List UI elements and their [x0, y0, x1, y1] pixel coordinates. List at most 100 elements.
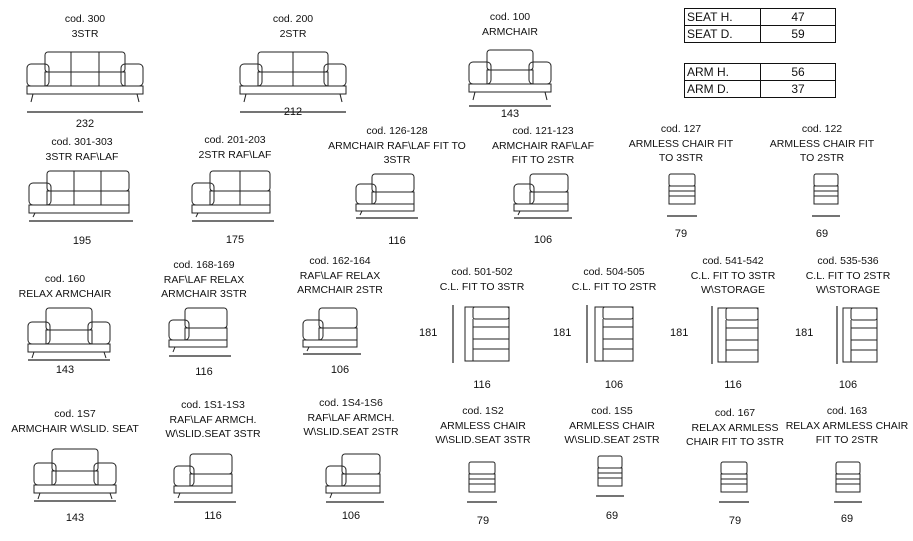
product-code: cod. 501-502 — [451, 266, 513, 278]
chaise-longue-icon — [451, 303, 511, 367]
product-desc: 3STR — [383, 154, 411, 166]
seat-spec-table: SEAT H. 47 SEAT D. 59 — [684, 8, 836, 43]
product-depth: 181 — [795, 327, 814, 339]
product-desc: ARMLESS CHAIR FIT — [628, 138, 734, 150]
product-code: cod. 1S4-1S6 — [319, 397, 383, 409]
product-desc: TO 2STR — [799, 152, 845, 164]
product-desc: FIT TO 2STR — [815, 434, 879, 446]
armless-chair-icon — [718, 460, 750, 504]
product-desc: ARMCHAIR W\SLID. SEAT — [11, 423, 139, 435]
product-code: cod. 1S2 — [462, 405, 504, 417]
product-desc: 3STR — [71, 28, 99, 40]
product-width: 69 — [840, 513, 854, 525]
product-width: 116 — [473, 379, 491, 391]
product-width: 79 — [674, 228, 688, 240]
product-width: 106 — [604, 379, 624, 391]
product-width: 232 — [75, 118, 95, 130]
product-width: 143 — [500, 108, 520, 120]
spec-row: SEAT H. 47 — [684, 8, 836, 26]
product-desc: 2STR — [279, 28, 307, 40]
product-desc: 3STR RAF\LAF — [45, 151, 119, 163]
product-code: cod. 201-203 — [204, 134, 266, 146]
product-code: cod. 200 — [272, 13, 314, 25]
product-desc: FIT TO 2STR — [511, 154, 575, 166]
chaise-longue-icon — [585, 303, 635, 367]
product-width: 143 — [65, 512, 85, 524]
product-width: 106 — [533, 234, 553, 246]
product-code: cod. 1S5 — [591, 405, 633, 417]
product-depth: 181 — [670, 327, 689, 339]
armless-chair-icon — [811, 172, 841, 218]
product-desc: ARMLESS CHAIR — [569, 420, 655, 432]
product-width: 106 — [838, 379, 858, 391]
product-width: 69 — [815, 228, 829, 240]
sofa-2str-icon — [238, 46, 348, 116]
product-width: 69 — [605, 510, 619, 522]
product-desc: W\SLID.SEAT 2STR — [303, 426, 399, 438]
product-desc: RAF\LAF ARMCH. — [169, 414, 257, 426]
product-desc: RAF\LAF ARMCH. — [307, 412, 395, 424]
spec-value: 47 — [760, 8, 836, 26]
product-code: cod. 535-536 — [817, 255, 879, 267]
product-desc: ARMCHAIR RAF\LAF FIT TO — [328, 140, 466, 152]
relax-one-arm-icon — [167, 306, 233, 358]
product-width: 106 — [330, 364, 350, 376]
product-desc: W\SLID.SEAT 3STR — [165, 428, 261, 440]
product-desc: RELAX ARMCHAIR — [18, 288, 112, 300]
relax-one-arm-icon — [301, 306, 363, 356]
product-code: cod. 168-169 — [173, 259, 235, 271]
spec-value: 59 — [760, 25, 836, 43]
product-width: 195 — [72, 235, 92, 247]
product-code: cod. 162-164 — [309, 255, 371, 267]
product-width: 143 — [55, 364, 75, 376]
product-desc: ARMCHAIR RAF\LAF — [491, 140, 595, 152]
product-code: cod. 1S1-1S3 — [181, 399, 245, 411]
product-code: cod. 504-505 — [583, 266, 645, 278]
spec-value: 37 — [760, 80, 836, 98]
product-code: cod. 541-542 — [702, 255, 764, 267]
armless-chair-icon — [833, 460, 863, 504]
product-code: cod. 163 — [826, 405, 868, 417]
product-code: cod. 122 — [801, 123, 843, 135]
product-desc: C.L. FIT TO 2STR — [805, 270, 891, 282]
armless-chair-icon — [666, 172, 698, 218]
product-desc: RELAX ARMLESS — [691, 422, 779, 434]
product-code: cod. 301-303 — [51, 136, 113, 148]
armless-chair-icon — [595, 454, 625, 498]
product-desc: W\STORAGE — [816, 284, 880, 296]
product-width: 212 — [283, 106, 303, 118]
sofa-3str-icon — [25, 46, 145, 116]
sofa-2str-one-arm-icon — [190, 167, 276, 223]
product-desc: W\SLID.SEAT 2STR — [564, 434, 660, 446]
sliding-armchair-icon — [32, 447, 118, 503]
sofa-3str-one-arm-icon — [27, 167, 135, 223]
product-depth: 181 — [419, 327, 438, 339]
product-desc: C.L. FIT TO 3STR — [439, 281, 525, 293]
product-desc: 2STR RAF\LAF — [198, 149, 272, 161]
product-desc: W\STORAGE — [701, 284, 765, 296]
spec-label: SEAT H. — [684, 8, 761, 26]
product-width: 175 — [225, 234, 245, 246]
product-desc: C.L. FIT TO 2STR — [571, 281, 657, 293]
product-desc: ARMLESS CHAIR FIT — [769, 138, 875, 150]
product-desc: RELAX ARMLESS CHAIR — [785, 420, 909, 432]
product-desc: W\SLID.SEAT 3STR — [435, 434, 531, 446]
spec-label: ARM D. — [684, 80, 761, 98]
product-code: cod. 100 — [489, 11, 531, 23]
product-width: 116 — [724, 379, 742, 391]
spec-row: SEAT D. 59 — [684, 25, 836, 43]
sliding-one-arm-icon — [324, 452, 386, 504]
spec-label: ARM H. — [684, 63, 761, 81]
product-desc: RAF\LAF RELAX — [299, 270, 381, 282]
armchair-one-arm-icon — [354, 172, 420, 220]
spec-label: SEAT D. — [684, 25, 761, 43]
product-code: cod. 167 — [714, 407, 756, 419]
chaise-longue-icon — [710, 304, 760, 368]
arm-spec-table: ARM H. 56 ARM D. 37 — [684, 63, 836, 98]
product-width: 79 — [728, 515, 742, 527]
product-code: cod. 160 — [44, 273, 86, 285]
product-width: 79 — [476, 515, 490, 527]
product-code: cod. 121-123 — [512, 125, 574, 137]
product-desc: C.L. FIT TO 3STR — [690, 270, 776, 282]
product-code: cod. 300 — [64, 13, 106, 25]
